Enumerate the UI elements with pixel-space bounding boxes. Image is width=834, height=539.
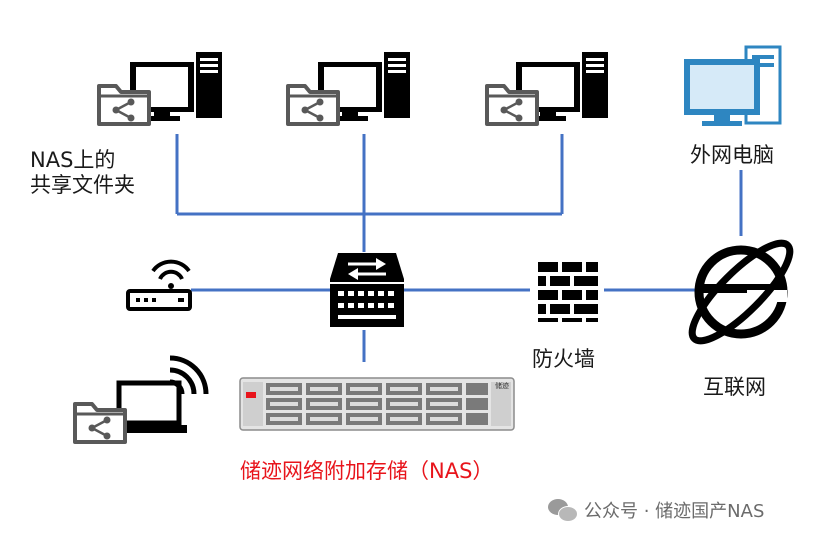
- laptop-icon: [113, 380, 187, 433]
- firewall-label: 防火墙: [532, 347, 595, 371]
- nas-rack-server-icon: [239, 377, 515, 431]
- internet-explorer-icon: [688, 239, 794, 345]
- wechat-icon: [548, 499, 578, 522]
- shared-folder-label: NAS上的 共享文件夹: [30, 148, 135, 197]
- firewall-icon: [538, 262, 598, 322]
- shared-folder-icon: [97, 84, 151, 126]
- connector-lines: [175, 134, 743, 362]
- external-pc-label: 外网电脑: [690, 143, 774, 167]
- external-pc-icon: [684, 45, 782, 126]
- router-icon: [126, 259, 192, 311]
- wifi-icon: [169, 355, 209, 395]
- nas-storage-label: 储迹网络附加存储（NAS）: [240, 459, 494, 483]
- watermark: 公众号 · 储迹国产NAS: [548, 497, 764, 523]
- watermark-text: 公众号 · 储迹国产NAS: [584, 501, 765, 522]
- internet-label: 互联网: [703, 375, 766, 399]
- shared-folder-icon: [485, 84, 539, 126]
- shared-folder-icon: [73, 402, 127, 444]
- shared-folder-icon: [286, 84, 340, 126]
- nas-panel-text: 储迹: [495, 382, 509, 390]
- network-switch-icon: [330, 253, 404, 327]
